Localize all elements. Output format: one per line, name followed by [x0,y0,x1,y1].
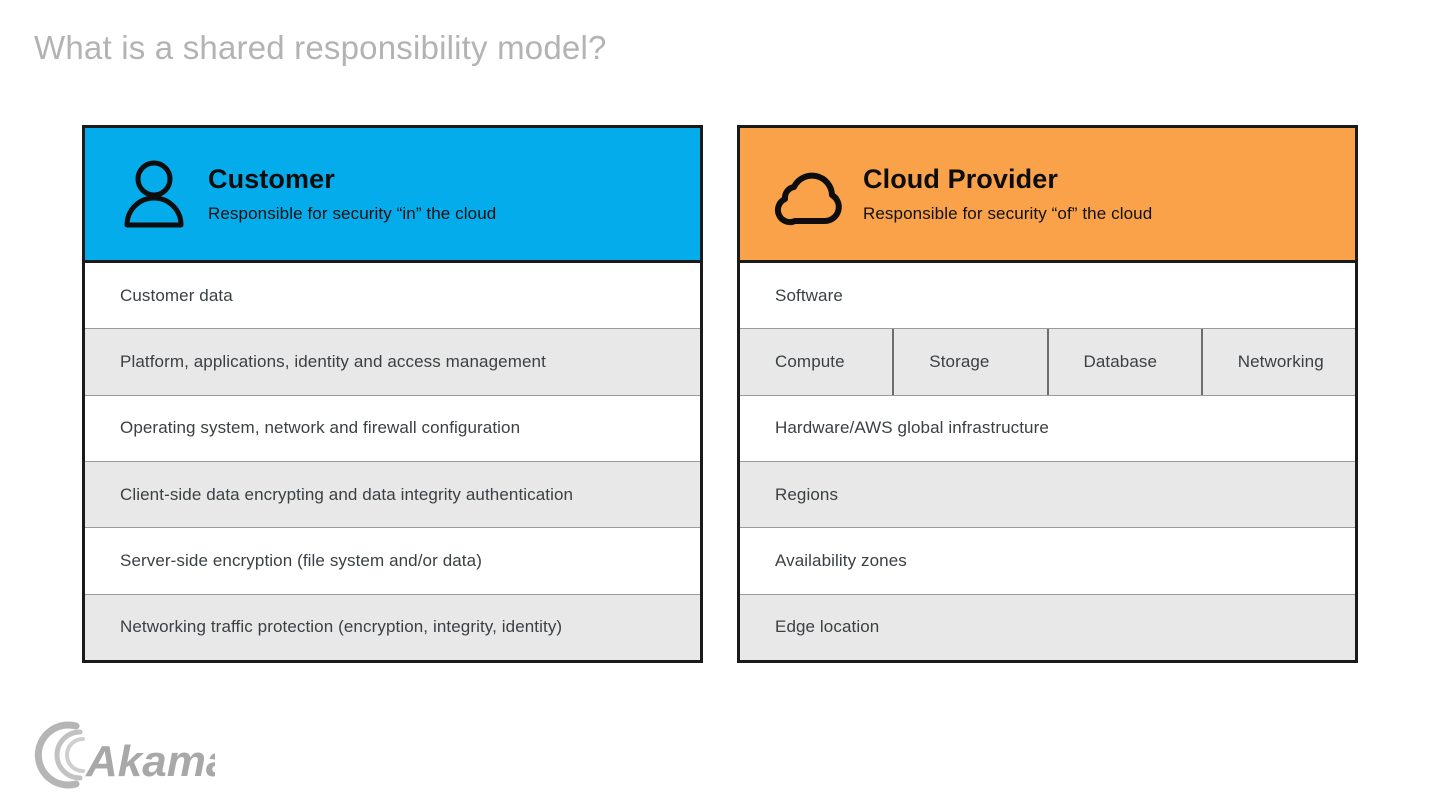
table-row: Server-side encryption (file system and/… [85,528,700,595]
table-row: Client-side data encrypting and data int… [85,461,700,529]
panel-cloud-provider-header: Cloud Provider Responsible for security … [740,128,1355,263]
table-cell-database: Database [1049,329,1203,395]
person-icon [118,154,190,234]
cloud-icon [773,154,845,234]
panel-cloud-provider-subtitle: Responsible for security “of” the cloud [863,203,1153,223]
table-row: Platform, applications, identity and acc… [85,329,700,396]
panel-cloud-provider-heading-block: Cloud Provider Responsible for security … [863,163,1152,226]
panel-cloud-provider: Cloud Provider Responsible for security … [737,125,1358,663]
panel-customer-subtitle: Responsible for security “in” the cloud [208,203,497,223]
table-row-services: Compute Storage Database Networking [740,329,1355,396]
table-row: Regions [740,461,1355,529]
table-row: Networking traffic protection (encryptio… [85,594,700,660]
akamai-wordmark: Akamai [85,737,215,786]
akamai-logo: Akamai [30,718,243,790]
table-cell-compute: Compute [740,329,895,395]
panel-cloud-provider-rows: Software Compute Storage Database Networ… [740,263,1355,660]
table-row: Edge location [740,594,1355,660]
panel-customer: Customer Responsible for security “in” t… [82,125,703,663]
panel-customer-heading-block: Customer Responsible for security “in” t… [208,163,496,226]
page-title: What is a shared responsibility model? [34,29,607,66]
table-cell-storage: Storage [894,329,1049,395]
panel-customer-header: Customer Responsible for security “in” t… [85,128,700,263]
table-row: Hardware/AWS global infrastructure [740,395,1355,462]
panel-customer-title: Customer [208,163,335,194]
table-row: Availability zones [740,528,1355,595]
table-row: Operating system, network and firewall c… [85,395,700,462]
table-row: Customer data [85,263,700,330]
table-row: Software [740,263,1355,330]
panel-cloud-provider-title: Cloud Provider [863,163,1058,194]
table-cell-networking: Networking [1237,351,1324,371]
panel-customer-rows: Customer data Platform, applications, id… [85,263,700,660]
